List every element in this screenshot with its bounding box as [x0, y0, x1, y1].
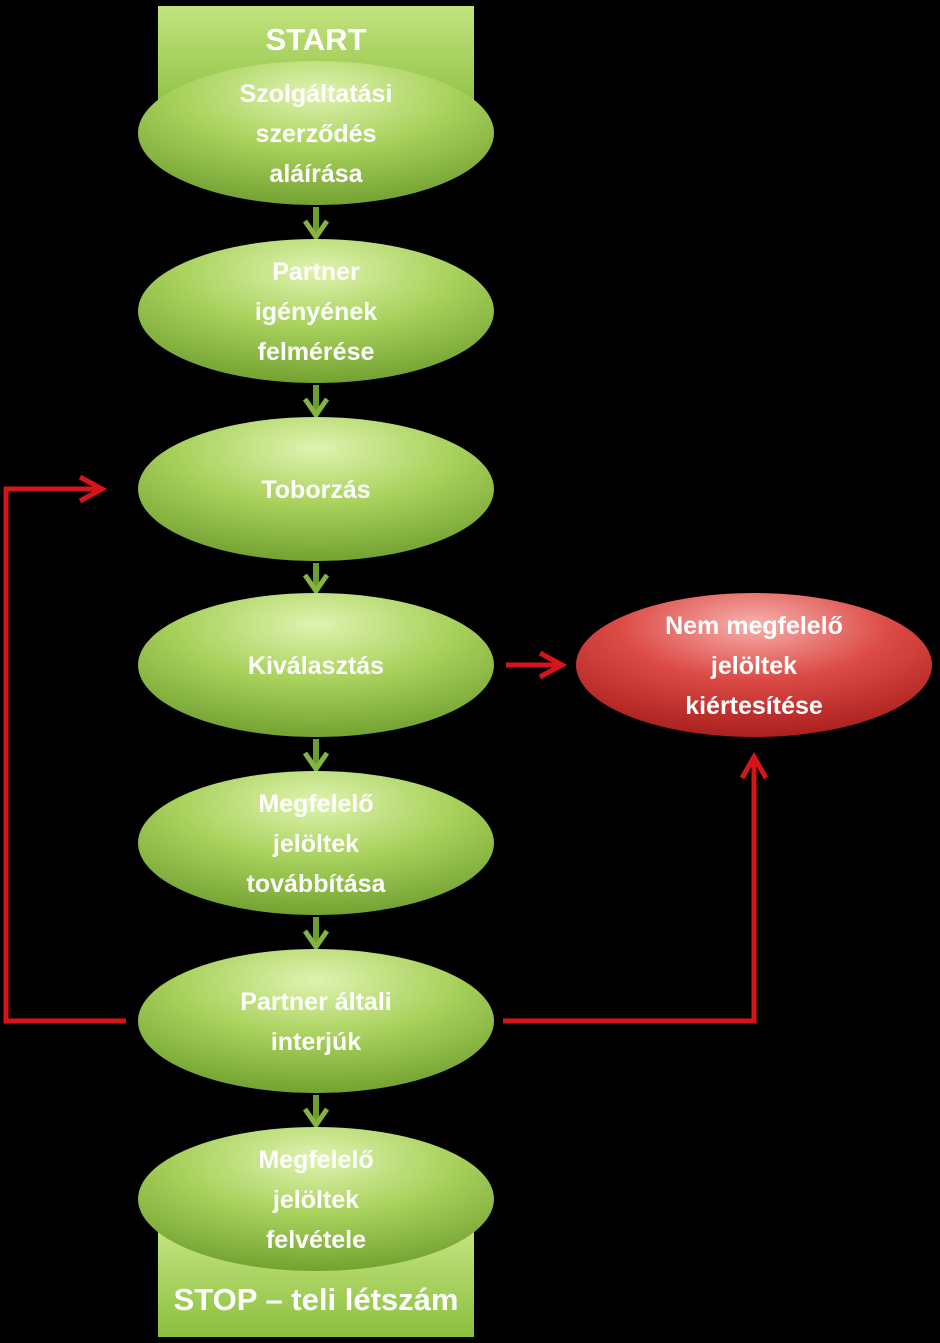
node-recruit-shape	[138, 417, 494, 561]
arrow-head	[302, 751, 330, 774]
node-forward: Megfelelő jelöltek továbbítása	[138, 771, 494, 915]
node-interview-label-line: Partner általi	[240, 988, 391, 1016]
interview-to-reject-arrow	[503, 760, 757, 1024]
select-to-reject-arrowhead	[538, 650, 568, 680]
node-reject-label-line: jelöltek	[710, 652, 797, 680]
node-contract-label-line: Szolgáltatási	[240, 80, 393, 108]
node-interview: Partner általi interjúk	[138, 949, 494, 1093]
node-reject-label-line: Nem megfelelő	[665, 612, 843, 640]
node-forward-label-line: továbbítása	[247, 870, 387, 898]
node-forward-label-line: Megfelelő	[258, 790, 373, 818]
loop-back-arrow	[3, 486, 126, 1024]
node-needs-shape	[138, 239, 494, 383]
node-needs: Partner igényének felmérése	[138, 239, 494, 383]
arrow-head	[302, 929, 330, 952]
node-select: Kiválasztás	[138, 593, 494, 737]
red-connectors	[3, 474, 769, 1024]
green-connectors	[302, 207, 330, 1130]
node-hire: Megfelelő jelöltek felvétele	[138, 1127, 494, 1271]
node-needs-label-line: Partner	[272, 258, 360, 286]
node-forward-label-line: jelöltek	[272, 830, 359, 858]
node-hire-label-line: felvétele	[266, 1226, 366, 1254]
arrow-select-to-forward	[302, 739, 330, 774]
start-label: START	[265, 22, 366, 57]
interview-to-reject-arrowhead	[739, 751, 769, 780]
node-reject-shape	[576, 593, 932, 737]
arrow-recruit-to-select	[302, 563, 330, 596]
arrow-head	[302, 219, 330, 242]
loop-back-arrowhead	[78, 474, 108, 504]
node-needs-label-line: felmérése	[258, 338, 375, 366]
node-reject: Nem megfelelő jelöltek kiértesítése	[576, 593, 932, 737]
node-reject-label-line: kiértesítése	[685, 692, 823, 720]
arrow-forward-to-interview	[302, 917, 330, 952]
node-contract-label-line: aláírása	[269, 160, 363, 188]
arrow-contract-to-needs	[302, 207, 330, 242]
node-forward-shape	[138, 771, 494, 915]
node-select-label-line: Kiválasztás	[248, 652, 384, 680]
node-hire-label-line: jelöltek	[272, 1186, 359, 1214]
node-contract-label-line: szerződés	[256, 120, 377, 148]
arrow-head	[302, 573, 330, 596]
arrow-interview-to-hire	[302, 1095, 330, 1130]
node-interview-label-line: interjúk	[271, 1028, 361, 1056]
node-select-shape	[138, 593, 494, 737]
stop-label: STOP – teli létszám	[174, 1282, 459, 1317]
arrow-head	[302, 397, 330, 420]
node-needs-label-line: igényének	[255, 298, 377, 326]
node-contract-shape	[138, 61, 494, 205]
node-hire-label-line: Megfelelő	[258, 1146, 373, 1174]
arrow-head	[302, 1107, 330, 1130]
node-recruit-label-line: Toborzás	[261, 476, 370, 504]
node-recruit: Toborzás	[138, 417, 494, 561]
arrow-needs-to-recruit	[302, 385, 330, 420]
node-hire-shape	[138, 1127, 494, 1271]
node-contract: Szolgáltatási szerződés aláírása	[138, 61, 494, 205]
node-interview-shape	[138, 949, 494, 1093]
